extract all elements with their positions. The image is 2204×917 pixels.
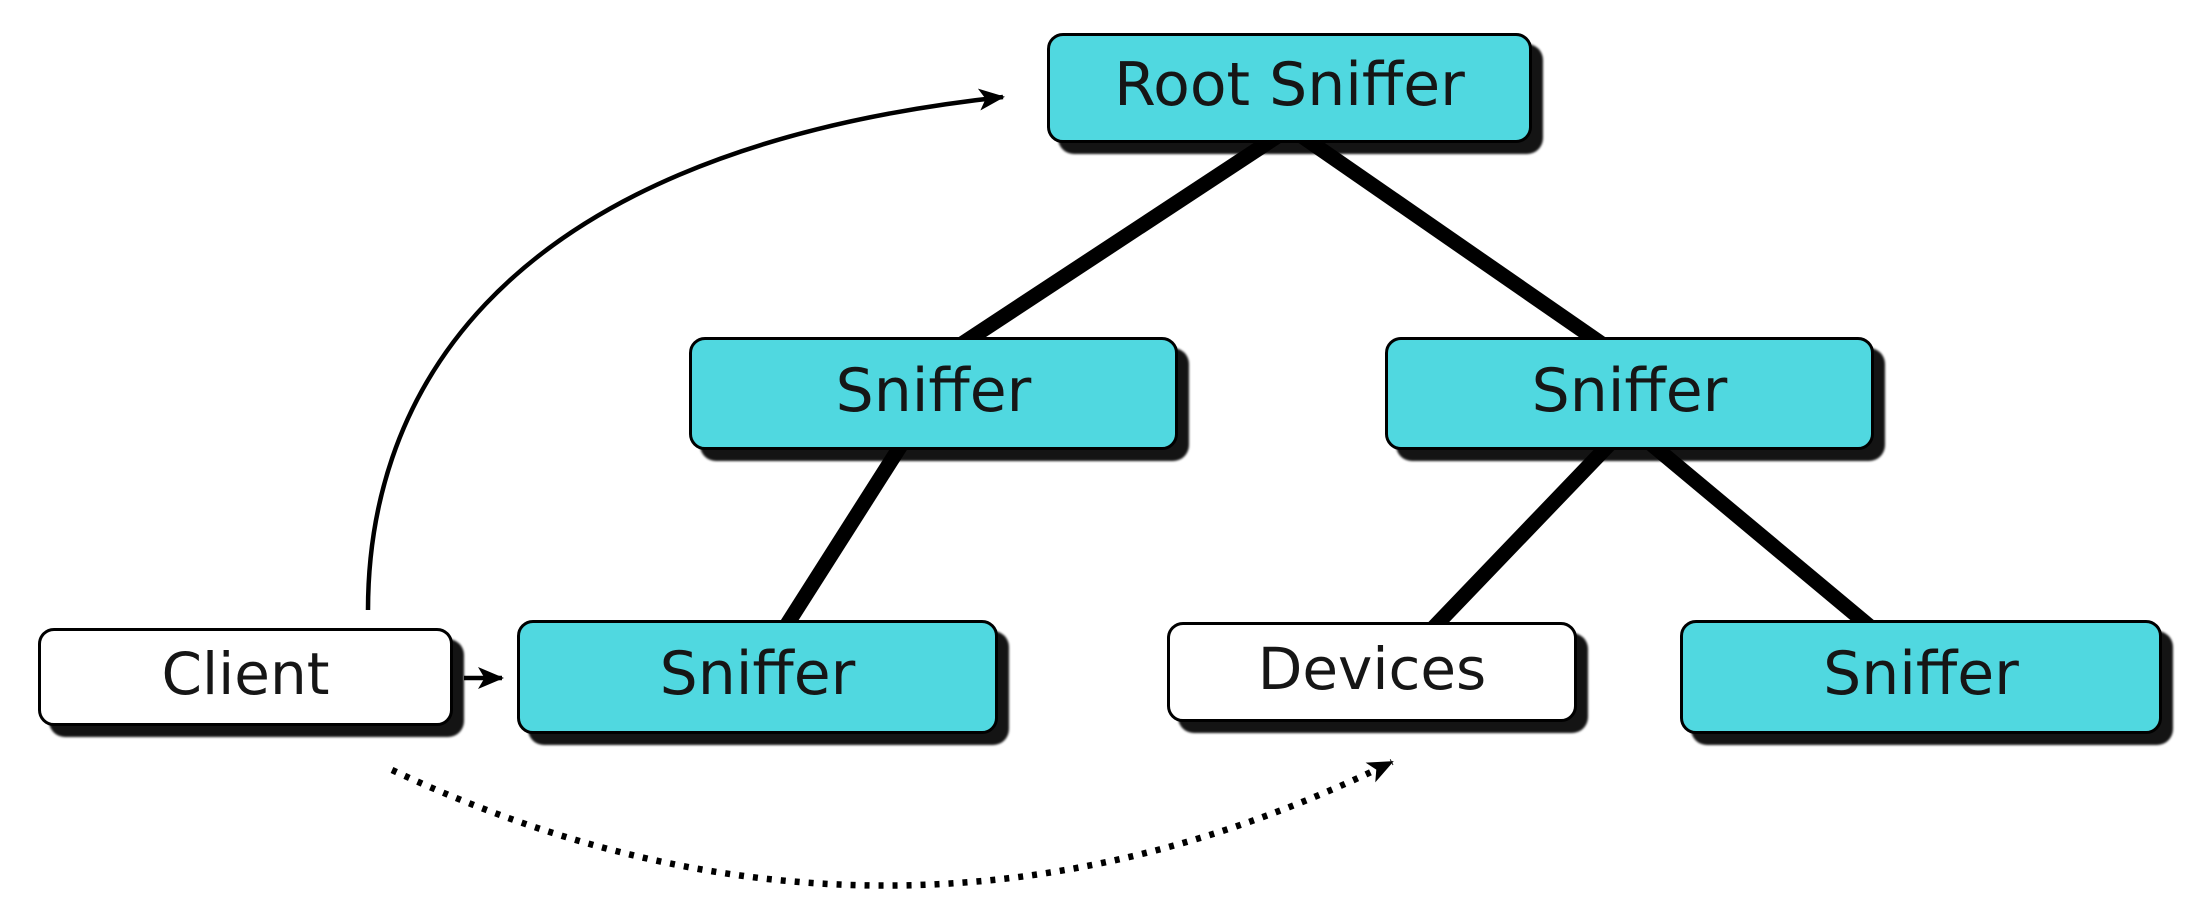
node-client-label: Client [161,640,330,708]
node-sniffer-bottom-right-label: Sniffer [1823,639,2019,709]
edge-mid-right-to-devices [1406,422,1631,656]
node-sniffer-mid-left: Sniffer [689,337,1178,450]
node-sniffer-mid-left-label: Sniffer [835,355,1032,426]
node-sniffer-bottom-right: Sniffer [1680,620,2162,734]
edge-mid-right-to-bottom-sniffer [1627,422,1903,656]
node-sniffer-bottom-left: Sniffer [517,620,998,734]
node-root-sniffer-label: Root Sniffer [1114,50,1465,120]
node-root-sniffer: Root Sniffer [1047,33,1532,143]
node-devices: Devices [1167,622,1577,722]
node-client: Client [38,628,453,726]
node-sniffer-mid-right: Sniffer [1385,337,1874,450]
node-sniffer-bottom-left-label: Sniffer [659,639,856,709]
edge-root-to-mid-left [940,121,1295,362]
node-sniffer-mid-right-label: Sniffer [1531,355,1728,426]
edge-root-to-mid-right [1285,121,1623,362]
arrow-client-to-devices-dotted [390,759,1394,889]
arrow-client-to-root-sniffer [365,88,1005,611]
edge-mid-left-to-bottom-sniffer [765,423,919,653]
node-devices-label: Devices [1257,635,1487,703]
